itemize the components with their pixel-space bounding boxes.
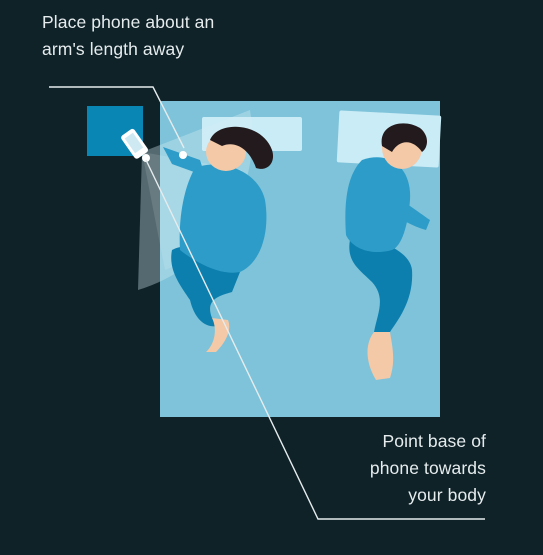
orientation-caption: Point base of phone towards your body bbox=[369, 431, 486, 505]
right-sleeper-shirt bbox=[345, 157, 411, 253]
orientation-leader-line bbox=[145, 159, 485, 520]
right-sleeper bbox=[345, 123, 430, 380]
hand-marker bbox=[179, 151, 187, 159]
left-sleeper-hair bbox=[210, 126, 274, 169]
left-sleeper bbox=[163, 126, 274, 352]
phone-base-marker bbox=[142, 154, 150, 162]
left-sleeper-shirt bbox=[179, 164, 267, 273]
right-sleeper-pants bbox=[349, 239, 413, 332]
right-sleeper-hair bbox=[381, 123, 427, 152]
phone bbox=[121, 128, 148, 159]
placement-leader-line bbox=[49, 86, 185, 149]
placement-caption: Place phone about an arm's length away bbox=[42, 12, 215, 59]
right-sleeper-feet bbox=[367, 332, 394, 380]
left-sleeper-arm bbox=[163, 147, 205, 176]
right-sleeper-arm bbox=[386, 196, 430, 230]
left-sleeper-feet bbox=[206, 318, 230, 352]
